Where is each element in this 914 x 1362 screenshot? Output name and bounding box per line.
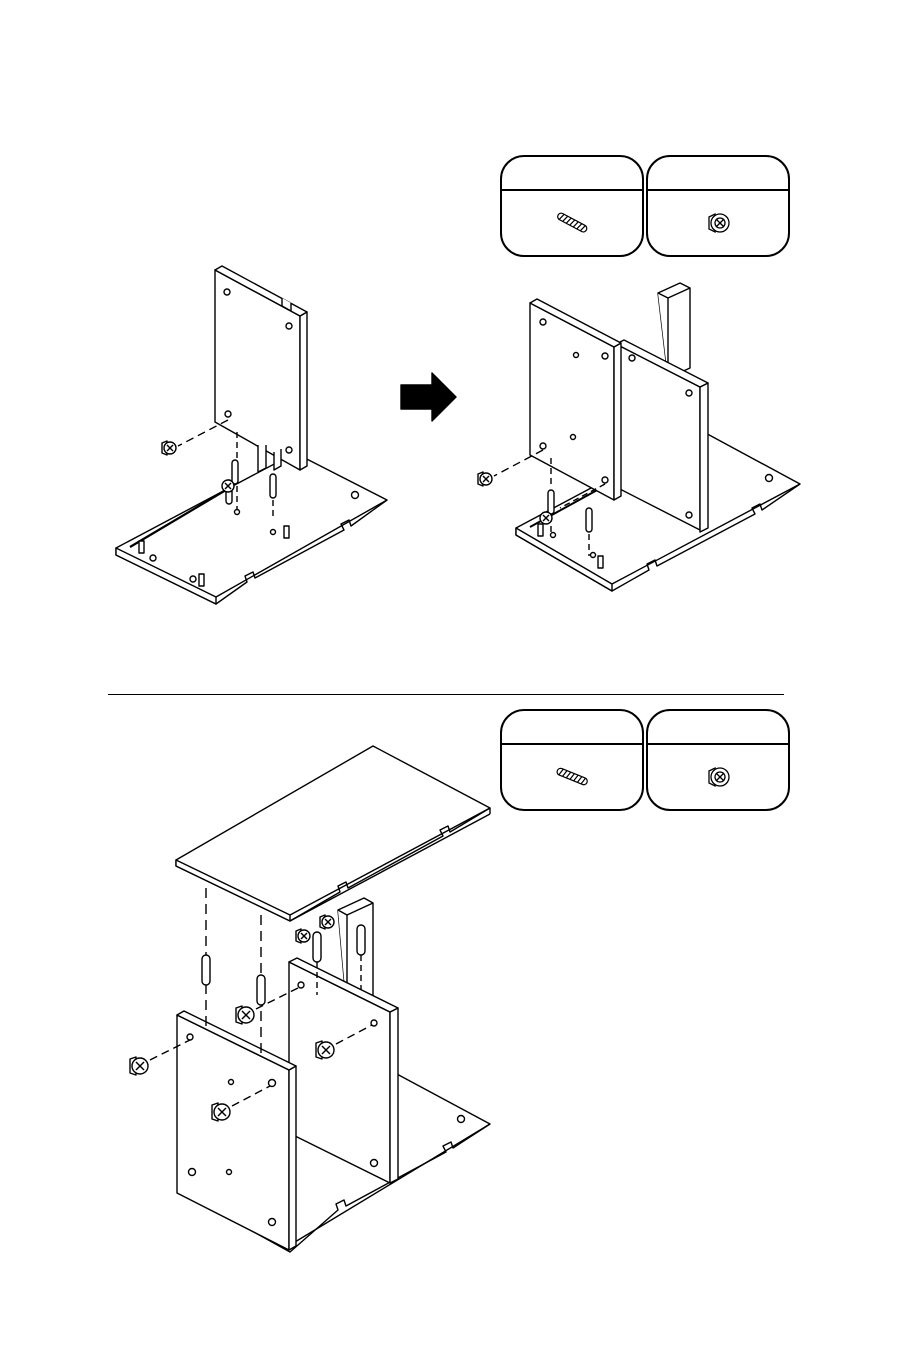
front-panel-right	[530, 299, 621, 500]
top-panel	[176, 746, 490, 921]
cam-lock-icon	[130, 1057, 148, 1075]
cam-lock-icon	[162, 441, 176, 455]
base-panel-left	[116, 453, 387, 604]
right-arrow-icon	[401, 373, 456, 421]
step-1-drawing	[0, 0, 914, 690]
assembly-step-1	[0, 0, 914, 690]
cam-lock-icon	[296, 929, 310, 943]
cam-lock-icon	[236, 1006, 254, 1024]
cam-lock-icon	[316, 1041, 334, 1059]
front-upright-panel	[177, 1011, 296, 1250]
cam-lock-icon	[212, 1103, 230, 1121]
assembly-step-2	[0, 690, 914, 1362]
side-panel-left	[215, 266, 307, 472]
cam-lock-icon	[320, 915, 334, 929]
step-2-drawing	[0, 690, 914, 1362]
